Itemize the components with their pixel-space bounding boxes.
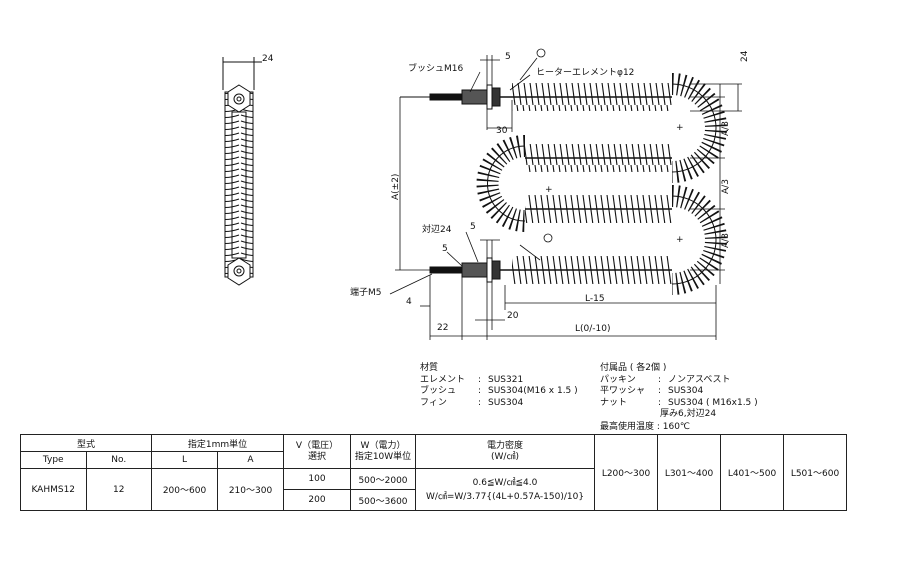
accessory-extra: 厚み6,対辺24	[660, 409, 717, 419]
max-temp: 最高使用温度 : 160℃	[600, 422, 691, 432]
header-l: L	[151, 451, 218, 469]
dim-24-side: 24	[262, 54, 274, 64]
header-type: Type	[20, 451, 87, 469]
accessories-title: 付属品 ( 各2個 )	[600, 363, 667, 373]
material-value: SUS304(M16 x 1.5 )	[488, 386, 578, 396]
header-voltage: V（電圧）選択	[283, 434, 351, 469]
header-no: No.	[85, 451, 152, 469]
side-view	[222, 57, 262, 286]
dim-l-15: L-15	[585, 294, 605, 304]
label-bushing: ブッシュM16	[408, 64, 464, 74]
header-voltage-2: 選択	[307, 451, 326, 462]
dim-a3-1: A/3	[721, 121, 731, 136]
material-key: エレメント	[420, 374, 466, 385]
header-wattage-1: W（電力）	[360, 440, 406, 451]
accessory-value: ノンアスベスト	[668, 374, 731, 385]
header-a: A	[217, 451, 284, 469]
material-value: SUS321	[488, 374, 524, 385]
accessory-value: SUS304	[668, 386, 704, 396]
cell-v2: 200	[283, 489, 351, 511]
density-range: 0.6≦W/㎠≦4.0	[472, 477, 538, 488]
svg-text:+: +	[676, 123, 684, 133]
material-spec: 材質 エレメント:SUS321 ブッシュ:SUS304(M16 x 1.5 ) …	[420, 363, 578, 408]
range-cell: L401～500	[720, 434, 784, 511]
accessory-key: ナット	[600, 397, 628, 408]
range-cell: L301～400	[657, 434, 721, 511]
header-spec: 指定1mm単位	[151, 434, 284, 452]
cell-a: 210～300	[217, 468, 284, 511]
dim-20: 20	[507, 311, 519, 321]
dim-4: 4	[406, 297, 412, 307]
accessory-key: パッキン	[600, 374, 636, 385]
dim-a-pm2: A(±2)	[391, 173, 401, 200]
header-model: 型式	[20, 434, 152, 452]
accessories-spec: 付属品 ( 各2個 ) パッキン:ノンアスベスト 平ワッシャ:SUS304 ナッ…	[600, 363, 758, 419]
svg-text:+: +	[545, 185, 553, 195]
dim-l-tol: L(0/-10)	[575, 324, 611, 334]
svg-text:+: +	[676, 235, 684, 245]
header-density-2: (W/㎠)	[491, 451, 519, 462]
cell-v1: 100	[283, 468, 351, 490]
cell-l: 200～600	[151, 468, 218, 511]
material-value: SUS304	[488, 397, 524, 408]
dim-22: 22	[437, 323, 449, 333]
density-formula: W/㎠=W/3.77{(4L+0.57A-150)/10}	[425, 491, 585, 502]
accessory-key: 平ワッシャ	[600, 386, 646, 396]
cell-no: 12	[85, 468, 152, 511]
cell-type: KAHMS12	[20, 468, 87, 511]
label-heater-element: ヒーターエレメントφ12	[536, 68, 635, 78]
dim-5-small: 5	[442, 244, 448, 254]
dim-5-mid: 5	[470, 222, 476, 232]
range-cell: L200～300	[594, 434, 658, 511]
spec-table: 型式 指定1mm単位 V（電圧）選択 W（電力）指定10W単位 電力密度(W/㎠…	[20, 434, 847, 511]
dim-a3-3: A/3	[721, 233, 731, 248]
heater-drawing: + + +	[222, 48, 742, 340]
header-voltage-1: V（電圧）	[295, 440, 339, 451]
dim-a3-2: A/3	[721, 179, 731, 194]
dim-5-top: 5	[505, 52, 511, 62]
header-wattage: W（電力）指定10W単位	[350, 434, 416, 469]
header-wattage-2: 指定10W単位	[354, 451, 412, 462]
cell-w2: 500～3600	[350, 489, 416, 511]
accessory-value: SUS304 ( M16x1.5 )	[668, 397, 758, 408]
header-density-1: 電力密度	[486, 440, 523, 451]
dim-phi24: 24	[740, 50, 750, 62]
range-cell: L501～600	[783, 434, 847, 511]
cell-w1: 500～2000	[350, 468, 416, 490]
dimension-lines	[389, 48, 742, 340]
material-title: 材質	[420, 363, 439, 373]
dim-30: 30	[496, 126, 508, 136]
heater-element: + + +	[400, 73, 727, 295]
material-key: フィン	[420, 397, 447, 408]
material-key: ブッシュ	[420, 386, 457, 396]
label-terminal: 端子M5	[350, 288, 382, 298]
header-density: 電力密度(W/㎠)	[415, 434, 595, 469]
label-taihen24: 対辺24	[422, 225, 452, 235]
